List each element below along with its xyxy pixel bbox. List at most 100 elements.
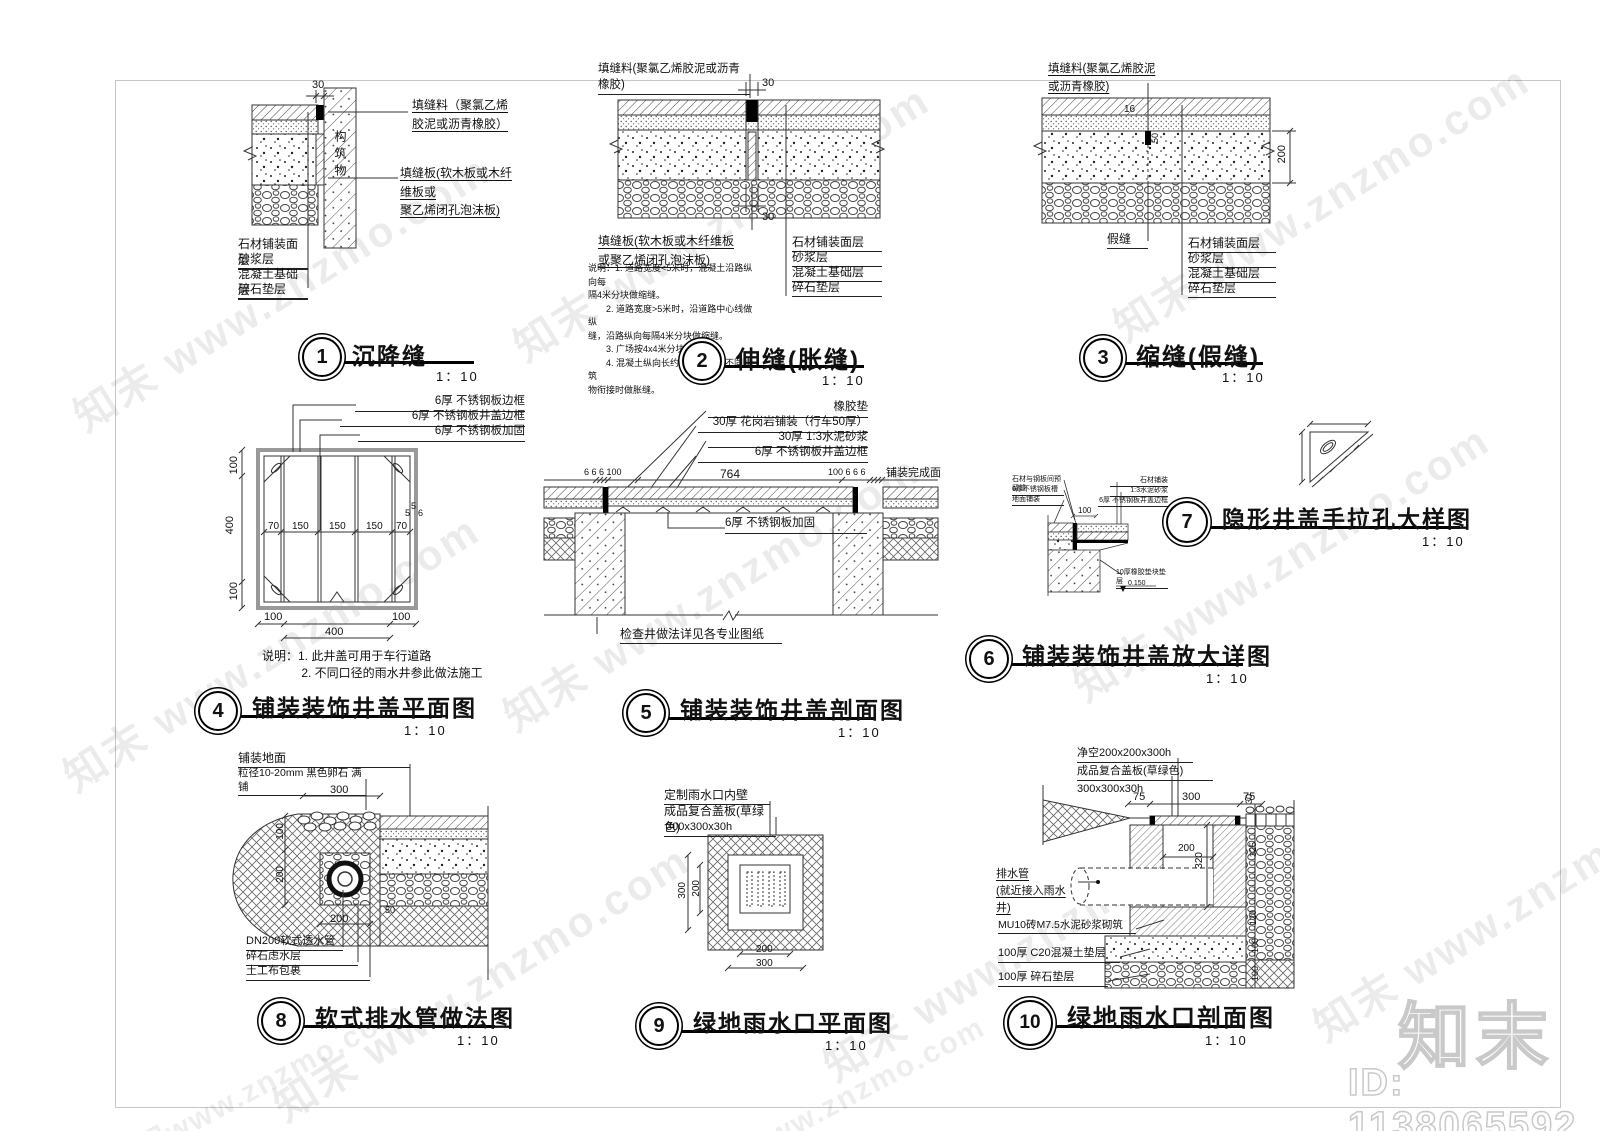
detail-scale: 1：10 xyxy=(1205,1033,1248,1048)
dim-300: 300 xyxy=(677,882,688,899)
dim-300: 300 xyxy=(1182,791,1201,803)
ground-paving-label: 地面铺装 xyxy=(1012,495,1064,507)
dim-400: 400 xyxy=(325,626,344,638)
detail-4-drawing xyxy=(238,404,420,642)
detail-scale: 1：10 xyxy=(825,1038,868,1053)
clear-opening-label: 净空200x200x300h xyxy=(1077,746,1193,763)
detail-title: 铺装装饰井盖剖面图 xyxy=(680,697,905,723)
composite-cover-label: 成品复合盖板(草绿色) xyxy=(664,803,776,838)
detail-scale: 1：10 xyxy=(404,723,447,738)
filler-material-label: 填缝料(聚氯乙烯胶泥或沥青橡胶) xyxy=(598,62,750,96)
cement-mortar-label: 30厚 1:3水泥砂浆 xyxy=(708,430,868,448)
detail-scale: 1：10 xyxy=(1222,370,1265,385)
cover-frame-label: 6厚 不锈钢板井盖边框 xyxy=(698,445,868,463)
composite-cover-label: 成品复合盖板(草绿色) xyxy=(1077,764,1213,781)
title-underline xyxy=(297,1025,495,1028)
dim-400: 400 xyxy=(224,516,236,535)
dim-100: 100 xyxy=(228,582,240,601)
rubber-pad-label: 10厚橡胶垫块垫层 xyxy=(1116,568,1168,589)
dim-100: 100 xyxy=(275,823,286,840)
perforated-pipe-label: DN200软式透水管 xyxy=(246,934,343,951)
layer-label: 石材铺装面层 xyxy=(1188,235,1276,254)
layer-label: 碎石垫层 xyxy=(238,281,308,300)
dim-200: 200 xyxy=(756,944,773,955)
dim-100: 100 xyxy=(1078,506,1092,515)
detail-7-drawing xyxy=(1298,420,1374,488)
detail-title: 伸缝(胀缝) xyxy=(736,347,860,374)
detail-8-flexible-drain-pipe-detail: 铺装地面 粒径10-20mm 黑色卵石 满铺 300 100 200 200 5… xyxy=(180,730,540,1048)
brick-masonry-label: MU10砖M7.5水泥砂浆砌筑 xyxy=(998,918,1136,935)
site-logo: 知末 xyxy=(1397,997,1555,1079)
dim-100: 100 xyxy=(264,611,283,623)
dim-70: 70 xyxy=(396,521,408,532)
dim-320: 320 xyxy=(1194,852,1205,869)
detail-title: 软式排水管做法图 xyxy=(315,1005,515,1031)
layer-label: 石材铺装面层 xyxy=(792,234,882,253)
concrete-cushion-label: 100厚 C20混凝土垫层 xyxy=(998,946,1120,963)
gravel-cushion-label: 100厚 碎石垫层 xyxy=(998,970,1108,987)
detail-title: 铺装装饰井盖平面图 xyxy=(252,695,477,721)
dim-120: 120 xyxy=(1248,910,1258,926)
stiffener-label: 6厚 不锈钢板加固 xyxy=(358,424,525,442)
paving-surface-label: 铺装地面 xyxy=(238,750,410,769)
dim-5: 5 xyxy=(405,508,411,518)
detail-5-drawing xyxy=(543,410,939,634)
structure-label: 构筑物 xyxy=(333,130,347,181)
detail-3-contraction-joint: 填缝料(聚氯乙烯胶泥 或沥青橡胶) 16 50 200 假缝 石材铺装面层 砂浆… xyxy=(1000,55,1330,385)
dim-50: 50 xyxy=(385,905,396,915)
level-mark: 0.150 xyxy=(1128,580,1146,587)
detail-title: 隐形井盖手拉孔大样图 xyxy=(1222,506,1472,532)
detail-number-bubble: 8 xyxy=(261,1001,301,1041)
cover-notes: 说明：1. 此井盖可用于车行道路 2. 不同口径的雨水井参此做法施工 xyxy=(262,649,483,680)
cover-frame-label: 6厚 不锈钢板井盖边框 xyxy=(340,409,525,427)
title-underline xyxy=(1049,1025,1243,1028)
dim-30: 30 xyxy=(762,211,775,223)
construction-notes: 说明：1. 道路宽度<5米时，混凝土沿路纵向每 隔4米分块做缩缝。 2. 道路宽… xyxy=(588,263,753,395)
dim-75: 75 xyxy=(1243,791,1256,803)
detail-1-drawing xyxy=(242,87,408,288)
title-underline xyxy=(662,717,874,720)
dim-100: 100 xyxy=(392,611,411,623)
layer-label: 砂浆层 xyxy=(1188,250,1276,269)
detail-scale: 1：10 xyxy=(1206,671,1249,686)
detail-number-bubble: 3 xyxy=(1083,338,1123,378)
detail-title: 铺装装饰井盖放大详图 xyxy=(1022,643,1272,669)
dim-16: 16 xyxy=(1124,104,1136,115)
layer-label: 碎石垫层 xyxy=(1188,280,1276,299)
detail-number-bubble: 6 xyxy=(969,639,1009,679)
detail-6-drawing xyxy=(1047,479,1156,596)
filler-material-label: 填缝料(聚氯乙烯胶泥 或沥青橡胶) xyxy=(1048,63,1156,93)
detail-7-hidden-cover-pull-hole-detail: 7 隐形井盖手拉孔大样图 1：10 xyxy=(1160,400,1480,550)
dim-200: 200 xyxy=(691,880,702,897)
dim-200: 200 xyxy=(1178,843,1195,854)
dim-150: 150 xyxy=(292,521,309,532)
detail-scale: 1：10 xyxy=(436,369,479,384)
title-underline xyxy=(338,361,474,364)
dim-300: 300 xyxy=(756,958,773,969)
detail-2-drawing xyxy=(608,74,886,296)
detail-number-bubble: 9 xyxy=(639,1006,679,1046)
detail-9-lawn-rain-inlet-plan: 定制雨水口内壁 成品复合盖板(草绿色) 300x300x30h 300 200 … xyxy=(560,740,920,1053)
dim-6: 6 xyxy=(418,508,424,518)
detail-10-lawn-rain-inlet-section: 净空200x200x300h 成品复合盖板(草绿色) 300x300x30h 7… xyxy=(950,730,1310,1048)
layer-label: 砂浆层 xyxy=(792,249,882,268)
dim-30: 30 xyxy=(1244,794,1254,805)
detail-number-bubble: 5 xyxy=(626,693,666,733)
dim-30: 30 xyxy=(312,79,325,91)
cement-mortar-label: 1:3水泥砂浆 xyxy=(1110,486,1168,498)
layer-label: 石材铺装面层 xyxy=(238,236,308,271)
detail-number-bubble: 4 xyxy=(198,691,238,731)
dim-5: 5 xyxy=(411,501,417,511)
filler-board-label: 填缝板(软木板或木纤维板 或聚乙烯闭孔泡沫板) xyxy=(598,234,734,267)
title-underline xyxy=(718,365,864,368)
detail-9-drawing xyxy=(684,801,824,972)
cover-frame-label: 6厚 不锈钢板井盖边框 xyxy=(1098,496,1168,508)
dim-150: 150 xyxy=(329,521,346,532)
dim-cluster-left: 6 6 6 100 xyxy=(584,467,622,477)
drain-pipe-label: 排水管 (就近接入雨水井) xyxy=(996,868,1066,915)
detail-scale: 1：10 xyxy=(1422,534,1465,549)
dim-200: 200 xyxy=(275,866,286,883)
edge-frame-label: 6厚 不锈钢板边框 xyxy=(355,394,525,412)
dim-325: 325 xyxy=(1248,842,1258,858)
dim-100: 100 xyxy=(1250,938,1260,954)
